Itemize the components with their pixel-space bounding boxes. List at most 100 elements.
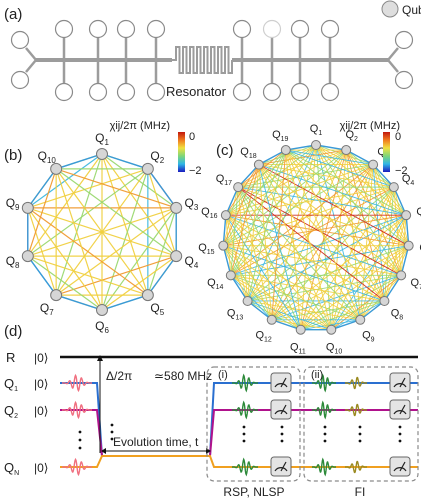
row-label-qn: QN: [4, 460, 19, 477]
arrow-head: [101, 448, 106, 454]
microwave-pulse: [62, 400, 92, 420]
qubit-node: [311, 140, 321, 150]
microwave-pulse: [232, 400, 258, 420]
coupling-edge: [27, 207, 149, 296]
coupling-edge: [230, 245, 409, 276]
coupling-edge: [225, 149, 287, 216]
coupling-edge: [300, 214, 407, 331]
qubit-node: [170, 250, 183, 263]
colorbar-c-title: χij/2π (MHz): [340, 120, 400, 132]
coupling-edge: [258, 164, 332, 330]
qubit-node: [266, 314, 277, 325]
ellipsis-dot: [398, 425, 402, 429]
coupling-edge: [225, 214, 332, 331]
qubit-node: [50, 289, 63, 302]
evolution-time-label: Evolution time, t: [113, 435, 199, 449]
legend-qubit-label: Qubit: [402, 3, 421, 17]
ellipsis-dot: [78, 438, 82, 442]
coupling-edge: [225, 164, 260, 216]
qubit-label: Q18: [240, 146, 256, 160]
coupling-edge: [285, 149, 402, 276]
coupling-edge: [345, 149, 407, 216]
qubit-pad: [262, 19, 282, 39]
coupling-edge: [345, 149, 385, 302]
arrow-head: [97, 355, 103, 361]
colorbar-c-min: −2: [395, 165, 408, 177]
qubit-node: [401, 210, 412, 221]
qubit-node: [388, 182, 399, 193]
coupling-edge: [223, 245, 332, 331]
colorbar-c-max: 0: [395, 131, 401, 143]
coupling-edge: [230, 164, 374, 276]
row-ket-qn: |0⟩: [34, 461, 48, 475]
detuning-label: Δ/2π: [106, 369, 132, 383]
coupling-edge: [222, 245, 248, 302]
row-label-q2: Q2: [4, 403, 18, 420]
panel-a-label: (a): [4, 6, 22, 23]
microwave-pulse: [345, 376, 367, 390]
qubit-label: Q8: [391, 308, 404, 322]
coupling-edge: [223, 245, 402, 276]
coupling-edge: [372, 164, 402, 276]
coupling-edge: [258, 164, 273, 320]
coupling-edge: [101, 207, 177, 311]
qubit-node: [50, 162, 63, 175]
qubit-pad: [88, 19, 108, 39]
qubit-node: [403, 240, 414, 251]
coupling-edge: [285, 149, 395, 188]
qubit-node: [141, 289, 154, 302]
qubit-node: [21, 201, 34, 214]
coupling-edge: [271, 245, 409, 321]
panel-c: (c) Q1Q2Q3Q4Q5Q6Q7Q8Q9Q10Q11Q12Q13Q14Q15…: [198, 120, 421, 355]
qubit-pad: [320, 19, 340, 39]
qubit-node: [355, 314, 366, 325]
chip-bus: [25, 59, 37, 73]
coupling-edge: [237, 149, 347, 188]
coupling-edge: [300, 274, 402, 331]
qubit-label: Q16: [201, 206, 217, 220]
qubit-label: Q12: [255, 330, 271, 344]
box2-tag: (ii): [311, 369, 323, 381]
detuning-value: ≃580 MHz: [154, 369, 212, 383]
coupling-edge: [271, 144, 317, 320]
microwave-pulse: [345, 403, 367, 417]
coupling-edge: [225, 164, 374, 216]
coupling-edge: [285, 149, 361, 320]
qubit-node: [280, 145, 291, 156]
qubit-label: Q9: [6, 196, 20, 212]
coupling-edge: [230, 164, 260, 276]
row-ket-q2: |0⟩: [34, 404, 48, 418]
qubit-pad: [232, 82, 252, 102]
qubit-label: Q2: [345, 129, 358, 143]
coupling-edge: [359, 214, 407, 320]
qubit-label: Q8: [6, 254, 20, 270]
coupling-edge: [223, 245, 385, 302]
coupling-edge: [258, 149, 347, 166]
coupling-edge: [225, 214, 273, 320]
qubit-node: [368, 159, 379, 170]
resonator-label: Resonator: [166, 84, 227, 99]
ellipsis-dot: [78, 430, 82, 434]
coupling-edge: [225, 214, 361, 321]
meter-icon: [270, 399, 292, 420]
qubit-pad: [262, 82, 282, 102]
ellipsis-dot: [323, 439, 327, 443]
microwave-pulse: [312, 373, 336, 393]
coupling-edge: [230, 275, 273, 321]
row-label-q1: Q1: [4, 376, 18, 393]
qubit-label: Q7: [411, 277, 421, 291]
coupling-edge: [330, 245, 410, 331]
coupling-edge: [300, 300, 385, 331]
qubit-label: Q11: [290, 341, 306, 355]
qubit-node: [242, 295, 253, 306]
qubit-pad: [394, 70, 414, 90]
qubit-label: Q10: [326, 341, 342, 355]
coupling-edge: [237, 149, 287, 188]
coupling-edge: [285, 149, 332, 330]
coupling-edge: [101, 153, 177, 257]
qubit-label: Q9: [362, 330, 375, 344]
coupling-edge: [222, 164, 260, 246]
meter-icon: [270, 372, 292, 393]
